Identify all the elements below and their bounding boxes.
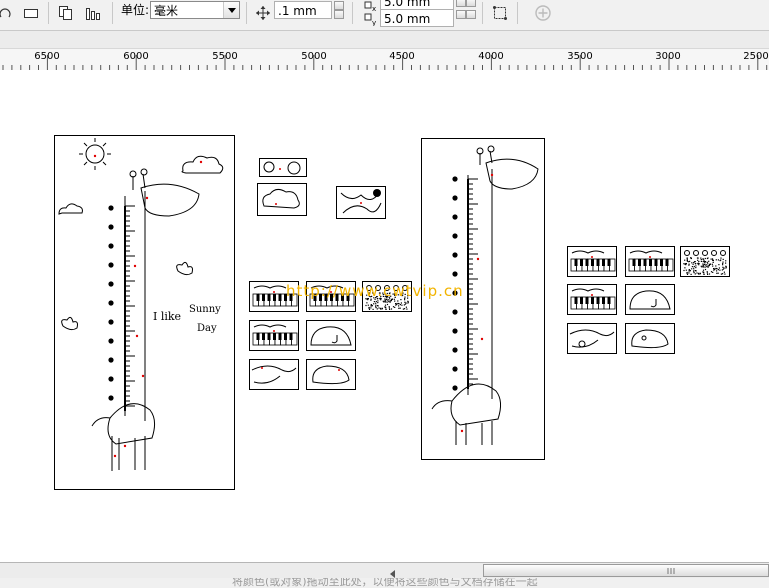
horizontal-scrollbar[interactable] [0,562,769,579]
toolbar-separator [517,2,518,24]
chevron-down-icon[interactable] [223,2,239,18]
piece-tile[interactable] [625,323,675,354]
duplicate-y-value: 5.0 mm [384,12,431,26]
duplicate-y-icon: y [360,8,382,30]
piece-tile[interactable] [567,323,617,354]
duplicate-x-icon: x [360,0,382,16]
ruler-label: 5000 [301,51,327,62]
duplicate-y-input[interactable]: 5.0 mm [380,9,454,27]
ruler-label: 2500 [743,51,769,62]
piece-tile[interactable] [625,246,675,277]
art-text-sunny: Sunny [189,304,221,315]
ruler-label: 6500 [34,51,60,62]
art-text-i-like: I like [153,310,182,323]
ruler-label: 3500 [567,51,593,62]
landscape-page-icon[interactable] [20,2,42,24]
grip-icon [667,568,675,574]
spin-up-button[interactable] [334,1,344,10]
property-bar: 单位: 毫米 .1 mm x 5.0 mm y 5.0 mm [0,0,769,31]
toolbar-separator [246,2,247,24]
spin-down-button[interactable] [456,0,466,7]
piece-tile[interactable] [567,246,617,277]
piece-tile[interactable] [625,284,675,315]
svg-text:y: y [372,19,376,26]
units-label: 单位: [121,3,150,17]
giraffe-artwork-left[interactable]: I like Sunny Day [54,135,235,490]
horizontal-ruler[interactable]: 6500 6000 5500 5000 4500 4000 3500 3000 … [0,48,769,71]
piece-tile[interactable] [257,183,307,216]
piece-tile[interactable] [362,281,412,312]
current-page-icon[interactable] [82,2,104,24]
rotate-icon[interactable] [0,2,16,24]
nudge-icon [252,2,274,24]
toolbar-separator [352,2,353,24]
status-bar: 将颜色(或对象)拖动至此处，以便将这些颜色与文档存储在一起 [0,578,769,588]
art-text-day: Day [197,323,217,334]
duplicate-x-value: 5.0 mm [384,0,431,9]
spin-up-button[interactable] [456,10,466,19]
piece-tile[interactable] [336,186,386,219]
toolbar-gap [0,31,769,48]
toolbar-separator [48,2,49,24]
status-text: 将颜色(或对象)拖动至此处，以便将这些颜色与文档存储在一起 [232,578,538,588]
ruler-label: 5500 [212,51,238,62]
piece-tile[interactable] [306,359,356,390]
piece-tile[interactable] [306,320,356,351]
giraffe-drawing [58,138,224,471]
piece-tile[interactable] [306,281,356,312]
all-pages-icon[interactable] [55,2,77,24]
nudge-distance-value: .1 mm [278,4,317,18]
drawing-canvas[interactable]: I like Sunny Day [0,70,769,562]
units-select[interactable]: 毫米 [150,1,240,19]
piece-tile[interactable] [680,246,730,277]
giraffe-artwork-right[interactable] [421,138,545,460]
ruler-label: 3000 [655,51,681,62]
toolbar-separator [112,2,113,24]
piece-tile[interactable] [567,284,617,315]
units-select-value: 毫米 [154,4,179,18]
svg-text:x: x [372,5,376,12]
scroll-thumb[interactable] [483,564,769,577]
piece-tile[interactable] [249,359,299,390]
piece-tile[interactable] [249,320,299,351]
toolbar-separator [482,2,483,24]
nudge-distance-input[interactable]: .1 mm [274,1,332,19]
spin-up-button[interactable] [466,0,476,7]
ruler-ticks [2,55,768,70]
watermark-text: http://www.cwtvip.cn [286,282,464,300]
treat-as-filled-icon[interactable] [489,2,511,24]
ruler-label: 6000 [123,51,149,62]
ruler-label: 4000 [478,51,504,62]
add-icon[interactable] [532,2,554,24]
scroll-left-button[interactable] [386,565,400,578]
piece-tile[interactable] [259,158,307,177]
spin-down-button[interactable] [466,10,476,19]
giraffe-drawing [431,145,539,445]
spin-down-button[interactable] [334,10,344,19]
piece-tile[interactable] [249,281,299,312]
ruler-label: 4500 [389,51,415,62]
